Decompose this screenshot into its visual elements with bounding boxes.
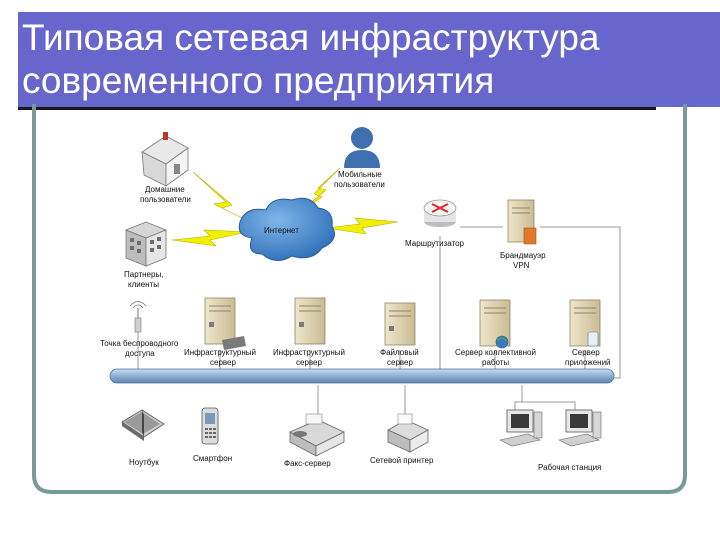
router-label: Маршрутизатор [405,239,465,248]
laptop-label: Ноутбук [129,458,159,467]
slide-frame [32,104,687,494]
app-server-icon [569,299,601,347]
office-building-icon [124,221,168,267]
mobile-user-icon [344,127,380,168]
title-bar: Типовая сетевая инфраструктура современн… [18,12,720,110]
home-icon [141,132,189,187]
network-printer-label: Сетевой принтер [370,456,434,465]
workstation-2-icon [558,409,602,447]
laptop-icon [121,409,165,441]
workstation-icon [499,409,543,447]
internet-cloud-icon [238,197,335,261]
lightning-partners-icon [171,229,249,247]
network-printer-icon [387,413,429,453]
connector-lines [137,226,621,418]
smartphone-icon [201,407,219,445]
internet-label: Интернет [264,226,299,235]
firewall-server-icon [507,199,537,245]
lightning-router-icon [325,217,399,235]
collab-server-icon [479,299,511,349]
router-icon [423,199,457,227]
network-backbone [109,368,615,384]
partners-label: Партнеры,клиенты [124,270,163,289]
slide-title-line-2: современного предприятия [22,60,495,101]
wireless-access-point-icon [129,301,147,333]
fax-machine-icon [289,413,345,457]
fax-server-label: Факс-сервер [284,459,331,468]
smartphone-label: Смартфон [193,454,232,463]
lightning-home-icon [192,171,251,223]
infra-server-2-icon [294,297,326,345]
file-server-icon [384,302,416,346]
title-underline [18,107,656,110]
infra-server-1-icon [204,297,246,350]
slide-title-line-1: Типовая сетевая инфраструктура [22,17,600,58]
workstation-label: Рабочая станция [538,463,601,472]
